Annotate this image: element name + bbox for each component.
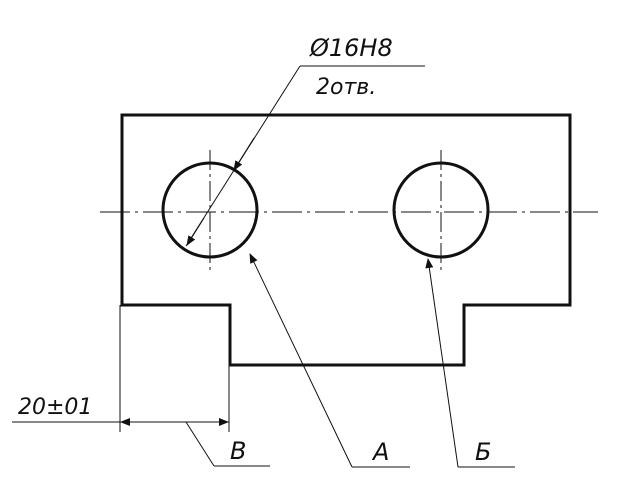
part-outline <box>120 113 572 367</box>
hole-a <box>161 161 259 259</box>
diameter-arrow-upper <box>233 137 255 171</box>
hole-dimension-text: Ø16H8 <box>309 34 393 62</box>
label-a: А <box>371 438 389 466</box>
label-v: В <box>230 437 246 465</box>
leader-a-line <box>249 253 353 468</box>
label-b: Б <box>475 438 491 466</box>
hole-count-text: 2отв. <box>316 75 376 100</box>
diameter-arrow-lower <box>186 217 205 246</box>
hole-b <box>392 161 490 259</box>
leader-v-line <box>185 421 215 467</box>
leader-b-line <box>425 258 459 468</box>
offset-dimension-text: 20±01 <box>18 395 92 420</box>
